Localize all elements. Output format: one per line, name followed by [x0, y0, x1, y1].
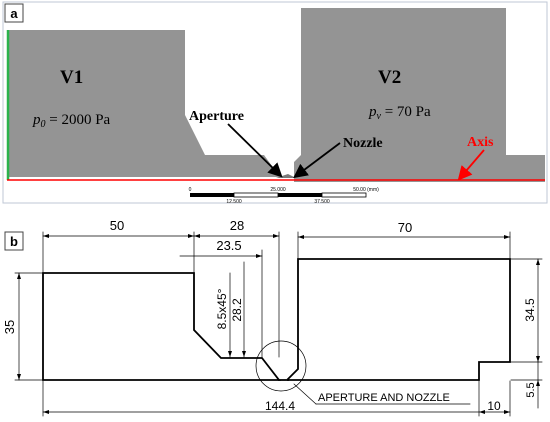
scale-tick-0: 0 [189, 187, 192, 193]
callout-circle [255, 340, 307, 392]
panel-a-label-box [4, 3, 24, 23]
dim-70: 70 [398, 220, 412, 235]
scale-tick-37-5: 37.500 [314, 199, 330, 205]
dim-5-5: 5.5 [525, 382, 537, 397]
dim-10: 10 [487, 399, 501, 413]
panel-a: a V1 V2 p0 = 2000 Pa pv = 70 Pa Aperture… [2, 1, 548, 205]
nozzle-arrow [293, 142, 341, 179]
panel-a-label: a [10, 6, 18, 21]
dim-50: 50 [110, 218, 124, 233]
v2-region [294, 8, 545, 182]
dim-34-5: 34.5 [523, 298, 537, 322]
callout-label: APERTURE AND NOZZLE [318, 392, 450, 404]
dim-144-4: 144.4 [265, 399, 295, 413]
v2-label: V2 [378, 67, 401, 88]
axis-arrow [457, 149, 485, 181]
dim-chamfer: 8.5x45° [215, 288, 229, 329]
left-chamber-outline [42, 272, 281, 381]
panel-b: b [2, 218, 543, 417]
aperture-label: Aperture [189, 109, 244, 124]
pv-pressure-label: pv = 70 Pa [368, 104, 431, 122]
v1-label: V1 [60, 67, 83, 88]
scale-tick-25: 25.000 [270, 187, 286, 193]
dimension-arrowheads [17, 234, 540, 414]
panel-b-label-box [4, 231, 24, 251]
aperture-arrow [227, 123, 283, 178]
right-chamber-outline [286, 258, 511, 381]
scale-tick-12-5: 12.500 [226, 199, 242, 205]
scale-tick-50: 50.00 (mm) [353, 187, 379, 193]
p0-pressure-label: p0 = 2000 Pa [32, 112, 111, 130]
nozzle-label: Nozzle [343, 136, 383, 151]
dim-28-2: 28.2 [230, 298, 244, 322]
dim-28: 28 [230, 218, 244, 233]
v1-region [7, 30, 280, 177]
axis-label: Axis [467, 135, 494, 150]
panel-b-label: b [10, 234, 18, 249]
dim-35: 35 [2, 320, 17, 334]
scale-bar: 0 25.000 50.00 (mm) 12.500 37.500 [189, 187, 380, 205]
dim-23-5: 23.5 [216, 238, 241, 253]
